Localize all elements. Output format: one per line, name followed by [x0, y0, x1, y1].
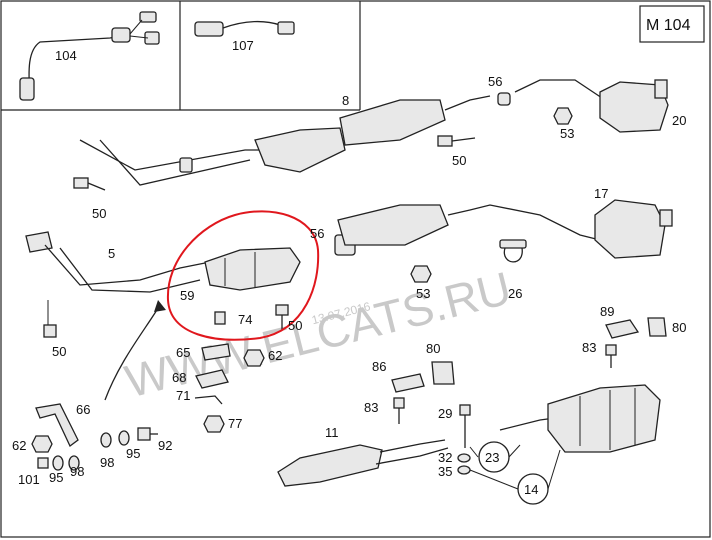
label-83-right: 83 [582, 340, 596, 355]
label-11: 11 [325, 425, 339, 440]
part-95-washer-upper [118, 430, 130, 446]
part-50-bolt-left [73, 177, 106, 191]
part-80-rubber-mount-middle [431, 361, 455, 385]
part-98-washer-lower [68, 455, 80, 471]
label-17: 17 [594, 186, 608, 201]
pointer-arrowhead [154, 300, 166, 312]
part-95-washer-lower [52, 455, 64, 471]
part-101-nut [37, 457, 49, 469]
label-98-upper: 98 [100, 455, 114, 470]
label-20: 20 [672, 113, 686, 128]
label-68: 68 [172, 370, 186, 385]
part-92-bolt [137, 427, 158, 441]
label-77: 77 [228, 416, 242, 431]
label-83-middle: 83 [364, 400, 378, 415]
part-62-nut-middle [243, 349, 265, 367]
label-71: 71 [176, 388, 190, 403]
part-14-rear-muffler [499, 384, 661, 453]
part-53-nut-middle [410, 265, 432, 283]
part-29-bolt [459, 404, 471, 448]
label-86: 86 [372, 359, 386, 374]
label-35: 35 [438, 464, 452, 479]
label-50-converter: 50 [288, 318, 302, 333]
label-89: 89 [600, 304, 614, 319]
part-86-bracket [391, 373, 425, 393]
label-62-left: 62 [12, 438, 26, 453]
part-50-bolt-top [437, 135, 476, 147]
label-32: 32 [438, 450, 452, 465]
part-89-mount [605, 319, 640, 339]
label-95-upper: 95 [126, 446, 140, 461]
label-50-left: 50 [92, 206, 106, 221]
label-107: 107 [232, 38, 254, 53]
label-80-middle: 80 [426, 341, 440, 356]
part-32-washer [457, 453, 471, 463]
label-56-top: 56 [488, 74, 502, 89]
label-92: 92 [158, 438, 172, 453]
part-26-clamp [499, 239, 527, 263]
part-83-bolt-middle [393, 397, 405, 424]
part-104-oxygen-sensor [19, 11, 160, 101]
label-8: 8 [342, 93, 349, 108]
label-101: 101 [18, 472, 40, 487]
label-104: 104 [55, 48, 77, 63]
label-29: 29 [438, 406, 452, 421]
label-50-top: 50 [452, 153, 466, 168]
label-5: 5 [108, 246, 115, 261]
watermark: WWW.ELCATS.RU 13.07.2016 [120, 261, 516, 407]
label-65: 65 [176, 345, 190, 360]
label-95-lower: 95 [49, 470, 63, 485]
label-74: 74 [238, 312, 252, 327]
highlight-outline [166, 210, 320, 341]
part-35-nut [457, 465, 471, 475]
part-56-flange-top [497, 92, 511, 106]
watermark-site: WWW.ELCATS.RU [120, 261, 516, 407]
label-53-middle: 53 [416, 286, 430, 301]
part-83-bolt-right [605, 344, 617, 368]
part-68-clamp [195, 369, 229, 389]
part-20-rear-muffler-top [514, 79, 669, 133]
part-8-exhaust-pipe-upper [79, 95, 491, 186]
label-26: 26 [508, 286, 522, 301]
part-62-nut-left [31, 435, 53, 453]
part-65-clamp-bracket [201, 343, 231, 361]
part-17-middle-muffler-assembly [334, 199, 673, 259]
highlighted-converter-group [166, 210, 320, 341]
title-box [639, 5, 705, 43]
label-59: 59 [180, 288, 194, 303]
part-5-front-pipe [25, 231, 211, 338]
label-98-lower: 98 [70, 464, 84, 479]
label-66: 66 [76, 402, 90, 417]
label-53-top: 53 [560, 126, 574, 141]
part-66-bracket [35, 403, 79, 447]
part-53-nut-top [553, 107, 573, 125]
pointer-arrow [104, 304, 161, 401]
part-107-oxygen-sensor [194, 20, 295, 37]
part-98-washer-upper [100, 432, 112, 448]
label-14: 14 [524, 482, 538, 497]
label-56-middle: 56 [310, 226, 324, 241]
part-11-front-silencer [277, 439, 449, 487]
diagram-title: M 104 [646, 17, 691, 34]
label-50-front: 50 [52, 344, 66, 359]
label-80-right: 80 [672, 320, 686, 335]
part-80-rubber-mount-right [647, 317, 667, 337]
label-62-middle: 62 [268, 348, 282, 363]
part-77-nut [203, 415, 225, 433]
label-23: 23 [485, 450, 499, 465]
part-71-clamp-half [194, 395, 223, 405]
callout-leaders [469, 444, 561, 490]
